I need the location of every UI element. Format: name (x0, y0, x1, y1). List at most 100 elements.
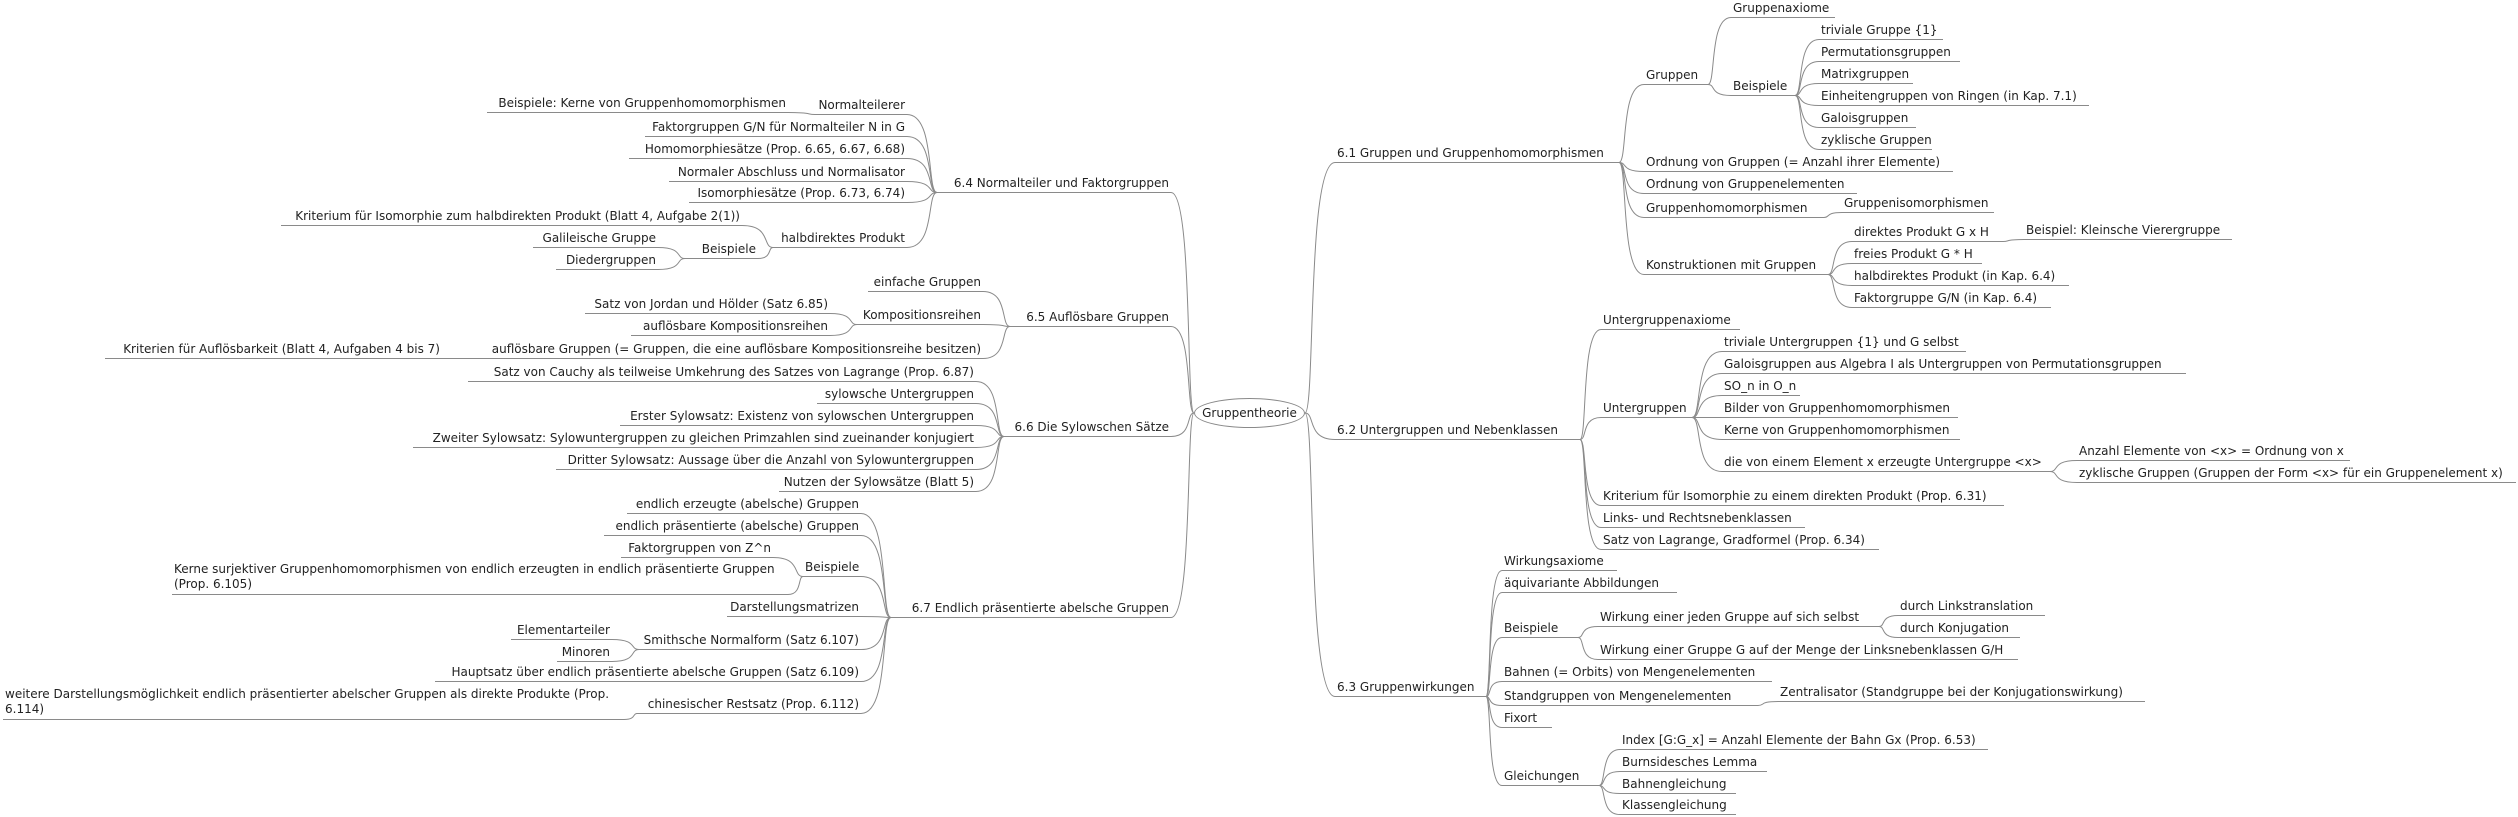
connector-line (787, 112, 816, 115)
node-konjugation[interactable]: durch Konjugation (1898, 620, 2020, 638)
node-satz-lagrange[interactable]: Satz von Lagrange, Gradformel (Prop. 6.3… (1601, 532, 1879, 550)
node-bahnengleichung[interactable]: Bahnengleichung (1620, 776, 1736, 794)
node-linkstranslation[interactable]: durch Linkstranslation (1898, 598, 2045, 616)
node-diedergruppen[interactable]: Diedergruppen (556, 252, 658, 270)
node-permutationsgruppen[interactable]: Permutationsgruppen (1819, 44, 1960, 62)
topic-6-7[interactable]: 6.7 Endlich präsentierte abelsche Gruppe… (891, 600, 1171, 618)
node-nebenklassen[interactable]: Links- und Rechtsnebenklassen (1601, 510, 1805, 528)
node-zyklische-gruppen-form[interactable]: zyklische Gruppen (Gruppen der Form <x> … (2077, 465, 2516, 483)
connector-line (1485, 637, 1503, 697)
node-wirkungsaxiome[interactable]: Wirkungsaxiome (1502, 553, 1617, 571)
node-aequivariante-abbildungen[interactable]: äquivariante Abbildungen (1502, 575, 1677, 593)
node-faktorgruppen[interactable]: Faktorgruppen G/N für Normalteiler N in … (645, 119, 907, 137)
node-matrixgruppen[interactable]: Matrixgruppen (1819, 66, 1913, 84)
node-triviale-gruppe[interactable]: triviale Gruppe {1} (1819, 22, 1943, 40)
topic-6-3[interactable]: 6.3 Gruppenwirkungen (1335, 679, 1486, 697)
node-zentralisator[interactable]: Zentralisator (Standgruppe bei der Konju… (1778, 684, 2145, 702)
node-hauptsatz[interactable]: Hauptsatz über endlich präsentierte abel… (435, 664, 861, 682)
node-gruppenhomomorphismen[interactable]: Gruppenhomomorphismen (1644, 200, 1824, 218)
node-aufloesbare-gruppen[interactable]: auflösbare Gruppen (= Gruppen, die eine … (468, 341, 983, 359)
topic-6-1[interactable]: 6.1 Gruppen und Gruppenhomomorphismen (1335, 145, 1619, 163)
node-aufloesbare-kompositionsreihen[interactable]: auflösbare Kompositionsreihen (631, 318, 830, 336)
node-so-n[interactable]: SO_n in O_n (1722, 378, 1800, 396)
node-minoren[interactable]: Minoren (557, 644, 612, 662)
node-einheitengruppen[interactable]: Einheitengruppen von Ringen (in Kap. 7.1… (1819, 88, 2089, 106)
node-elementarteiler[interactable]: Elementarteiler (511, 622, 612, 640)
node-galileische-gruppe[interactable]: Galileische Gruppe (533, 230, 658, 248)
node-nutzen-sylowsaetze[interactable]: Nutzen der Sylowsätze (Blatt 5) (779, 474, 976, 492)
node-bahnen[interactable]: Bahnen (= Orbits) von Mengenelementen (1502, 664, 1772, 682)
connector-line (860, 617, 892, 650)
connector-line (1823, 212, 1843, 218)
node-kriterium-halbdirekt[interactable]: Kriterium für Isomorphie zum halbdirekte… (281, 208, 742, 226)
node-satz-cauchy[interactable]: Satz von Cauchy als teilweise Umkehrung … (468, 364, 976, 382)
node-jordan-hoelder[interactable]: Satz von Jordan und Hölder (Satz 6.85) (585, 296, 830, 314)
node-fixort[interactable]: Fixort (1502, 710, 1552, 728)
node-galoisgruppen-algebra[interactable]: Galoisgruppen aus Algebra I als Untergru… (1722, 356, 2186, 374)
connector-line (1827, 241, 1853, 275)
node-beispiele-kerne[interactable]: Beispiele: Kerne von Gruppenhomomorphism… (487, 95, 788, 113)
node-gleichungen[interactable]: Gleichungen (1502, 768, 1599, 786)
root-topic[interactable]: Gruppentheorie (1194, 398, 1305, 428)
node-beispiele-halbdirekt[interactable]: Beispiele (685, 241, 758, 259)
connector-line (982, 324, 1011, 327)
topic-6-6[interactable]: 6.6 Die Sylowschen Sätze (1004, 419, 1171, 437)
node-beispiele-67[interactable]: Beispiele (803, 559, 861, 577)
node-direktes-produkt[interactable]: direktes Produkt G x H (1852, 224, 2003, 242)
node-ordnung-elemente[interactable]: Ordnung von Gruppenelementen (1644, 176, 1857, 194)
node-zweiter-sylowsatz[interactable]: Zweiter Sylowsatz: Sylowuntergruppen zu … (413, 430, 976, 448)
node-chinesischer-restsatz[interactable]: chinesischer Restsatz (Prop. 6.112) (637, 696, 861, 714)
node-standgruppen[interactable]: Standgruppen von Mengenelementen (1502, 688, 1758, 706)
node-normalteiler[interactable]: Normalteilerer (815, 97, 907, 115)
node-homomorphiesaetze[interactable]: Homomorphiesätze (Prop. 6.65, 6.67, 6.68… (629, 141, 907, 159)
node-erzeugte-untergruppe[interactable]: die von einem Element x erzeugte Untergr… (1722, 454, 2050, 472)
node-wirkung-auf-sich-selbst[interactable]: Wirkung einer jeden Gruppe auf sich selb… (1598, 609, 1879, 627)
node-dritter-sylowsatz[interactable]: Dritter Sylowsatz: Aussage über die Anza… (556, 452, 976, 470)
node-triviale-untergruppen[interactable]: triviale Untergruppen {1} und G selbst (1722, 334, 1966, 352)
node-normaler-abschluss[interactable]: Normaler Abschluss und Normalisator (669, 164, 907, 182)
node-kleinsche-vierergruppe[interactable]: Beispiel: Kleinsche Vierergruppe (2024, 222, 2232, 240)
topic-6-2[interactable]: 6.2 Untergruppen und Nebenklassen (1335, 422, 1580, 440)
connector-line (1579, 439, 1602, 550)
node-beispiele[interactable]: Beispiele (1731, 78, 1795, 96)
node-freies-produkt[interactable]: freies Produkt G * H (1852, 246, 1982, 264)
node-kerne-surjektiver[interactable]: Kerne surjektiver Gruppenhomomorphismen … (172, 562, 788, 595)
node-konstruktionen[interactable]: Konstruktionen mit Gruppen (1644, 257, 1828, 275)
node-weitere-darstellung[interactable]: weitere Darstellungsmöglichkeit endlich … (3, 687, 624, 720)
node-untergruppen[interactable]: Untergruppen (1601, 400, 1692, 418)
node-wirkung-linksnebenklassen[interactable]: Wirkung einer Gruppe G auf der Menge der… (1598, 642, 2018, 660)
node-klassengleichung[interactable]: Klassengleichung (1620, 797, 1736, 815)
node-isomorphiesaetze[interactable]: Isomorphiesätze (Prop. 6.73, 6.74) (689, 185, 907, 203)
node-halbdirektes-produkt-64[interactable]: halbdirektes Produkt (773, 230, 907, 248)
node-kriterien-aufloesbarkeit[interactable]: Kriterien für Auflösbarkeit (Blatt 4, Au… (105, 341, 442, 359)
node-halbdirektes-produkt[interactable]: halbdirektes Produkt (in Kap. 6.4) (1852, 268, 2069, 286)
node-untergruppenaxiome[interactable]: Untergruppenaxiome (1601, 312, 1740, 330)
node-burnside[interactable]: Burnsidesches Lemma (1620, 754, 1767, 772)
node-smithsche-normalform[interactable]: Smithsche Normalform (Satz 6.107) (639, 632, 861, 650)
node-kerne[interactable]: Kerne von Gruppenhomomorphismen (1722, 422, 1960, 440)
topic-6-5[interactable]: 6.5 Auflösbare Gruppen (1010, 309, 1171, 327)
node-bilder[interactable]: Bilder von Gruppenhomomorphismen (1722, 400, 1958, 418)
node-anzahl-elemente[interactable]: Anzahl Elemente von <x> = Ordnung von x (2077, 443, 2350, 461)
node-faktorgruppen-zn[interactable]: Faktorgruppen von Z^n (621, 540, 773, 558)
node-sylowsche-untergruppen[interactable]: sylowsche Untergruppen (817, 386, 976, 404)
node-beispiele-wirkungen[interactable]: Beispiele (1502, 620, 1578, 638)
connector-line (1304, 162, 1336, 414)
node-gruppenaxiome[interactable]: Gruppenaxiome (1731, 0, 1835, 18)
node-kriterium-direktes-produkt[interactable]: Kriterium für Isomorphie zu einem direkt… (1601, 488, 2004, 506)
node-zyklische-gruppen[interactable]: zyklische Gruppen (1819, 132, 1932, 150)
node-galoisgruppen[interactable]: Galoisgruppen (1819, 110, 1916, 128)
node-einfache-gruppen[interactable]: einfache Gruppen (868, 274, 983, 292)
node-endlich-praesentierte[interactable]: endlich präsentierte (abelsche) Gruppen (604, 518, 861, 536)
connector-line (975, 425, 1005, 437)
node-gruppenisomorphismen[interactable]: Gruppenisomorphismen (1842, 195, 1994, 213)
node-endlich-erzeugte[interactable]: endlich erzeugte (abelsche) Gruppen (627, 496, 861, 514)
node-gruppen[interactable]: Gruppen (1644, 67, 1708, 85)
node-erster-sylowsatz[interactable]: Erster Sylowsatz: Existenz von sylowsche… (620, 408, 976, 426)
topic-6-4[interactable]: 6.4 Normalteiler und Faktorgruppen (937, 175, 1171, 193)
node-faktorgruppe[interactable]: Faktorgruppe G/N (in Kap. 6.4) (1852, 290, 2051, 308)
node-kompositionsreihen[interactable]: Kompositionsreihen (857, 307, 983, 325)
node-index[interactable]: Index [G:G_x] = Anzahl Elemente der Bahn… (1620, 732, 1988, 750)
node-darstellungsmatrizen[interactable]: Darstellungsmatrizen (727, 599, 861, 617)
node-ordnung-gruppen[interactable]: Ordnung von Gruppen (= Anzahl ihrer Elem… (1644, 154, 1953, 172)
